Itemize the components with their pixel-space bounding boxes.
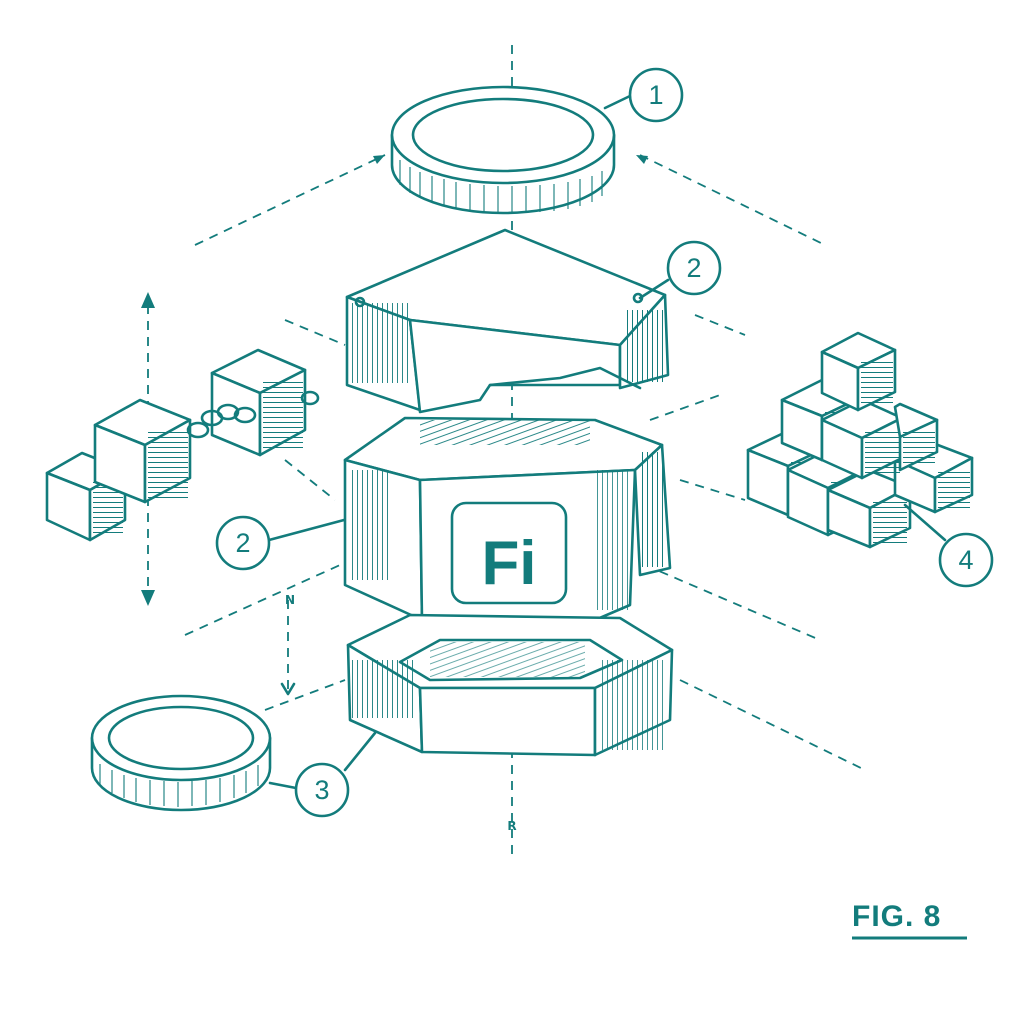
gap-dimension: N: [280, 593, 296, 696]
callout-3: 3: [268, 731, 377, 818]
callout-1: 1: [603, 67, 684, 123]
upper-lid: [345, 228, 670, 414]
callout-4: 4: [903, 503, 994, 588]
cube-chain: [45, 348, 320, 542]
pyramid-base-row: [746, 428, 974, 549]
callout-4-label: 4: [958, 545, 973, 575]
radius-marker-label: R: [507, 819, 516, 833]
cube-pyramid: [746, 331, 974, 549]
callout-2-upper: 2: [638, 240, 722, 300]
height-marker-label: N: [285, 593, 295, 607]
chain-cube-2: [93, 398, 192, 504]
callout-2-upper-label: 2: [686, 253, 701, 283]
logo-text: Fi: [481, 529, 536, 598]
figure-caption: FIG. 8: [852, 900, 967, 940]
callout-2-lower-label: 2: [235, 528, 250, 558]
pyramid-top-cube: [820, 331, 897, 412]
main-block: Fi: [343, 416, 672, 622]
callout-2-lower: 2: [215, 515, 346, 571]
chain-links: [186, 390, 320, 439]
chain-cube-3: [210, 348, 307, 457]
lower-left-ring: [90, 694, 272, 812]
figure-label: FIG. 8: [852, 900, 941, 933]
callout-1-label: 1: [648, 80, 663, 110]
fi-logo: Fi: [450, 501, 568, 605]
guide-lines: [184, 154, 866, 771]
pyramid-middle-row: [780, 378, 939, 480]
top-ring: [390, 85, 616, 215]
callout-3-label: 3: [314, 775, 329, 805]
hex-base: [346, 613, 674, 757]
